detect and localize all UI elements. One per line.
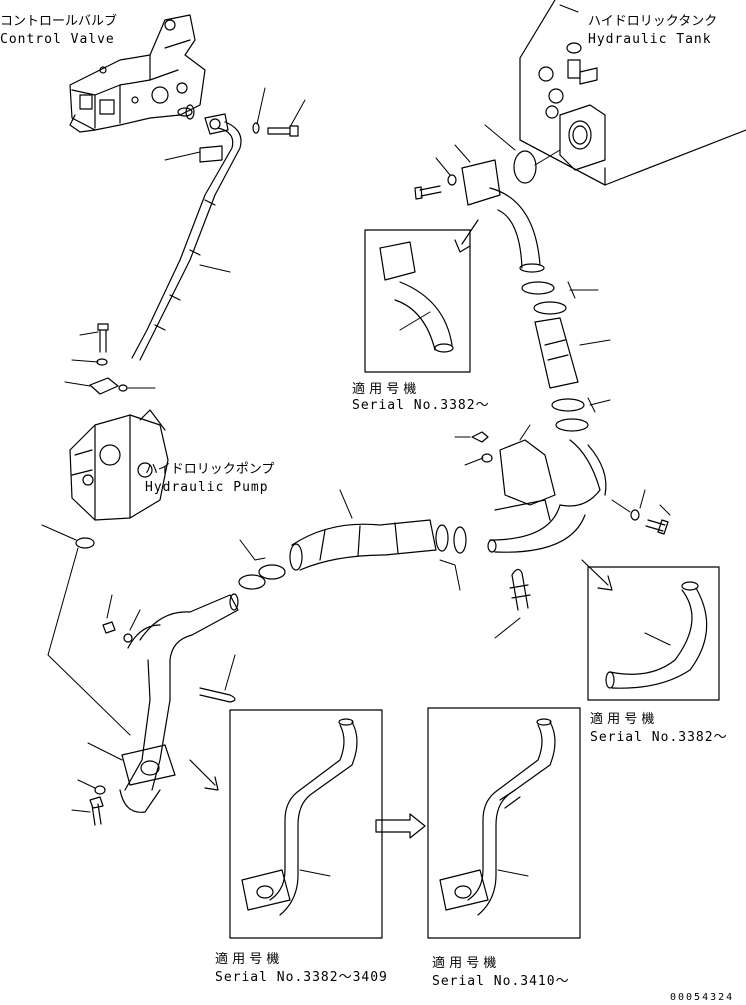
hydraulic-pump-illustration xyxy=(69,409,169,521)
middle-hose xyxy=(289,519,437,571)
lower-left-bolt xyxy=(89,796,104,826)
serial-tube-b: Serial No.3410〜 xyxy=(432,974,570,989)
lower-left-washer-2 xyxy=(94,785,106,795)
serial-tube-a-jp: 適 用 号 機 xyxy=(215,952,280,967)
pump-suction-tube xyxy=(124,593,239,791)
tank-flange-elbow xyxy=(461,159,545,273)
inset-box-right-elbow xyxy=(587,566,720,701)
inset-tube-a-part xyxy=(241,718,358,916)
serial-tube-a: Serial No.3382〜3409 xyxy=(215,970,388,985)
inset-box-tube-b xyxy=(427,707,581,939)
hydraulic-tank-illustration xyxy=(519,0,746,186)
y-pipe-bolt xyxy=(645,519,669,535)
lower-left-nut xyxy=(102,621,116,634)
serial-tank-elbow-jp: 適 用 号 機 xyxy=(352,382,417,397)
middle-hose-clamps-right xyxy=(435,524,467,554)
inset-tube-b-part xyxy=(439,718,556,916)
inset-box-tank-elbow xyxy=(364,229,471,373)
middle-hose-clamps-left xyxy=(238,564,286,590)
control-valve-label-en: Control Valve xyxy=(0,32,115,47)
y-pipe-washer xyxy=(630,509,640,521)
transition-arrow xyxy=(375,813,426,839)
pump-o-ring xyxy=(118,384,128,392)
tank-suction-hose xyxy=(534,317,579,389)
split-flange xyxy=(89,377,119,395)
tank-hose-clamp-lower xyxy=(551,398,589,432)
inset-tank-elbow-part xyxy=(379,241,454,353)
valve-bolt xyxy=(267,125,299,137)
inset-arrow-lower xyxy=(189,759,219,791)
serial-tube-b-jp: 適 用 号 機 xyxy=(432,956,497,971)
hose-clip xyxy=(199,145,223,163)
pump-suction-flange xyxy=(119,744,176,813)
pump-bolt xyxy=(97,323,109,353)
suction-o-ring xyxy=(75,537,95,549)
y-pipe-and-bracket xyxy=(487,439,607,553)
pressure-hose xyxy=(131,121,242,361)
serial-tank-elbow: Serial No.3382〜 xyxy=(352,398,490,413)
tank-washer xyxy=(447,174,457,186)
serial-right-elbow-jp: 適 用 号 機 xyxy=(590,712,655,727)
hydraulic-tank-label-jp: ハイドロリックタンク xyxy=(588,14,718,29)
hydraulic-tank-label-en: Hydraulic Tank xyxy=(588,32,712,47)
tank-bolt xyxy=(414,185,442,200)
inset-arrow-right xyxy=(581,559,613,591)
hydraulic-pump-label-en: Hydraulic Pump xyxy=(145,480,269,495)
hydraulic-pump-label-jp: ハイドロリックポンプ xyxy=(145,462,275,477)
bracket-nut xyxy=(471,431,489,443)
inset-box-tube-a xyxy=(229,709,383,939)
serial-right-elbow: Serial No.3382〜 xyxy=(590,730,728,745)
control-valve-illustration xyxy=(69,14,206,133)
tank-hose-clamp-upper xyxy=(521,281,567,315)
inset-arrow-tank xyxy=(454,219,479,253)
u-bolt-right xyxy=(509,568,531,611)
u-bolt-left xyxy=(199,687,236,703)
lower-left-washer xyxy=(123,633,133,643)
valve-flange xyxy=(204,113,229,135)
tank-o-ring xyxy=(513,150,537,184)
valve-gasket xyxy=(185,104,195,120)
control-valve-label-jp: コントロールバルブ xyxy=(0,14,118,29)
inset-right-elbow-part xyxy=(605,581,708,689)
valve-washer xyxy=(252,122,260,134)
document-number: 00054324 xyxy=(670,992,735,1003)
